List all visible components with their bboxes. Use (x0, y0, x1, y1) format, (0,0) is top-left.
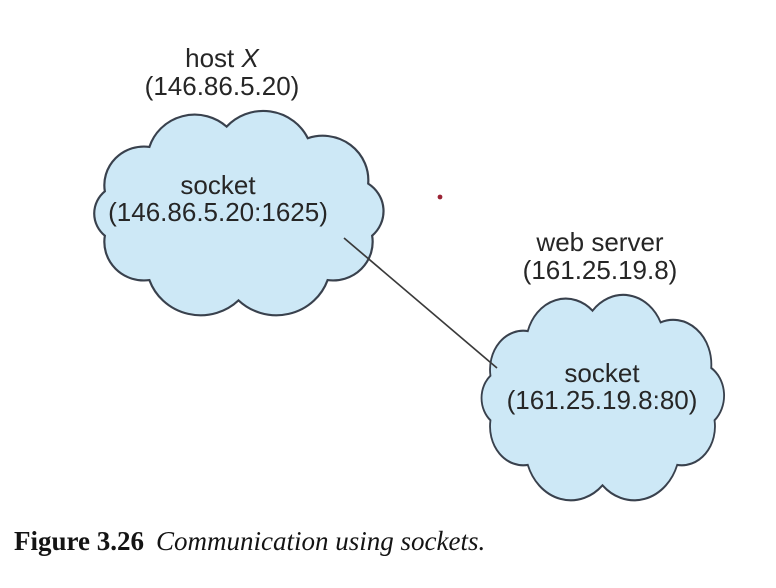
client-socket-label: socket (146.86.5.20:1625) (108, 172, 328, 226)
client-socket-title: socket (180, 170, 256, 200)
host-name-line: host X (145, 44, 300, 72)
host-name-text: host (185, 43, 235, 73)
web-server-label: web server (161.25.19.8) (523, 228, 678, 284)
host-name-emph: X (241, 43, 259, 73)
figure-caption-text: Communication using sockets. (156, 526, 486, 556)
pointer-dot (437, 194, 443, 200)
server-socket-address: (161.25.19.8:80) (506, 385, 698, 415)
socket-connection-line (343, 237, 498, 369)
host-address: (146.86.5.20) (144, 71, 300, 101)
host-label: host X (146.86.5.20) (145, 44, 300, 100)
server-socket-label: socket (161.25.19.8:80) (507, 360, 698, 414)
web-server-address: (161.25.19.8) (522, 255, 678, 285)
web-server-name: web server (536, 227, 664, 257)
figure-caption-number: Figure 3.26 (14, 526, 144, 556)
client-socket-address: (146.86.5.20:1625) (108, 197, 328, 227)
server-socket-title: socket (564, 358, 640, 388)
figure-caption: Figure 3.26 Communication using sockets. (14, 524, 485, 558)
